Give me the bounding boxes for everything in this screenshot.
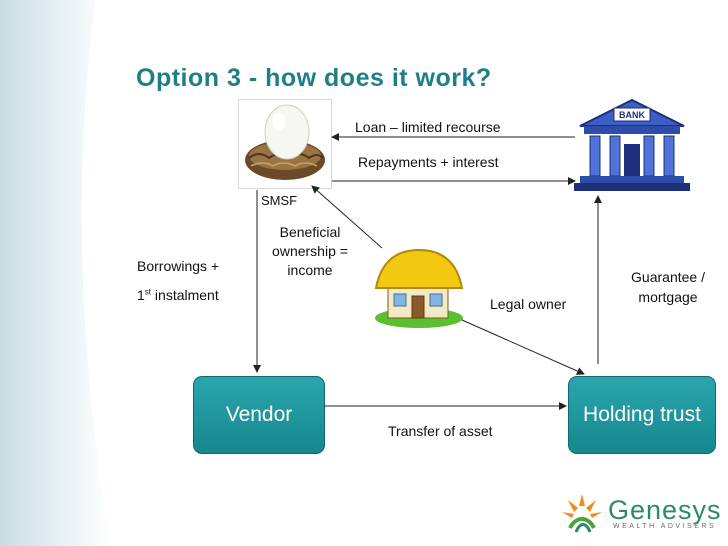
- smsf-label: SMSF: [261, 193, 298, 208]
- guarantee-label: Guarantee / mortgage: [631, 269, 705, 305]
- repayments-label: Repayments + interest: [358, 154, 499, 170]
- legal-owner-label: Legal owner: [490, 296, 567, 312]
- legal-owner-arrow: [461, 319, 585, 375]
- bank-icon: BANK: [574, 98, 690, 191]
- logo-subtitle: WEALTH ADVISERS: [613, 523, 717, 530]
- nest-egg-icon: [245, 104, 325, 180]
- logo-name: Genesys: [608, 495, 722, 525]
- borrowings-label-line2: 1st instalment: [137, 287, 219, 303]
- nest-egg-frame: [238, 99, 332, 189]
- loan-label: Loan – limited recourse: [355, 119, 501, 135]
- vendor-box: Vendor: [193, 376, 325, 454]
- sun-logo-icon: [562, 494, 602, 533]
- beneficial-ownership-label: Beneficial ownership = income: [272, 224, 348, 278]
- bank-sign: BANK: [619, 110, 645, 120]
- house-icon: [374, 248, 464, 328]
- transfer-label: Transfer of asset: [388, 423, 493, 439]
- page-title: Option 3 - how does it work?: [136, 64, 492, 92]
- holding-trust-box: Holding trust: [568, 376, 716, 454]
- beneficial-ownership-arrow: [311, 185, 383, 249]
- borrowings-label-line1: Borrowings +: [137, 258, 220, 274]
